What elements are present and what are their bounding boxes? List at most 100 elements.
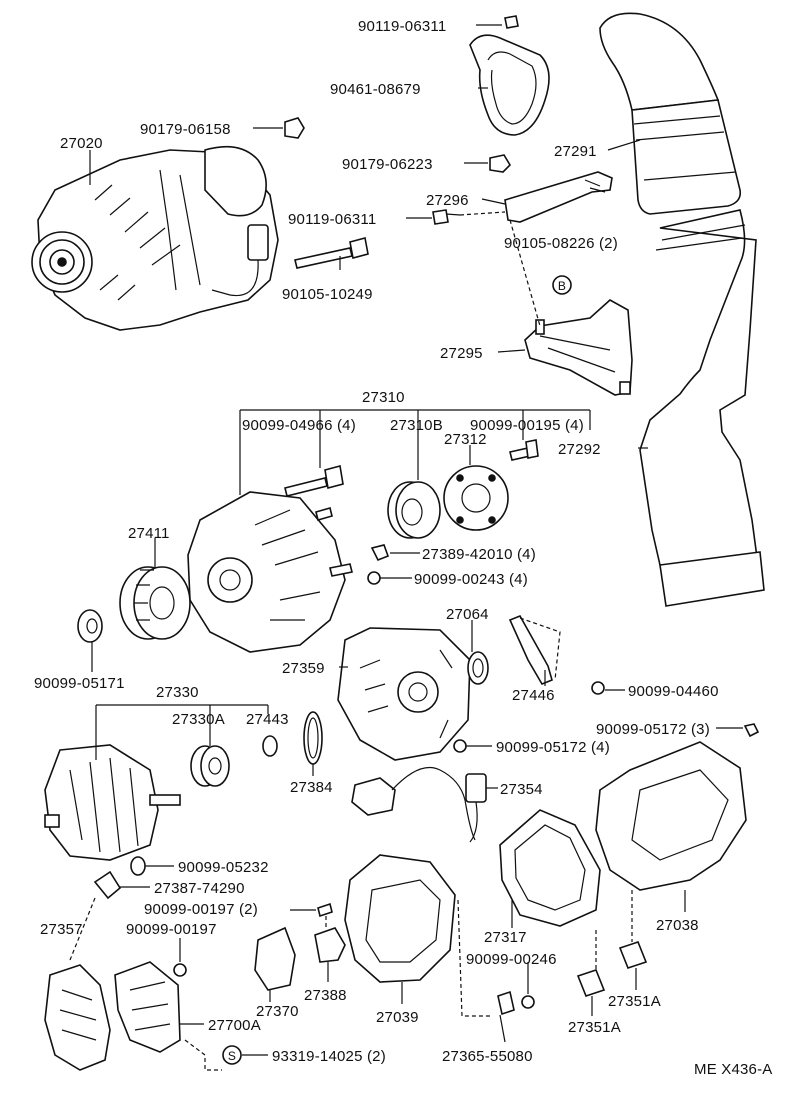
label-90099-00197: 90099-00197	[126, 921, 217, 938]
label-27357: 27357	[40, 921, 83, 938]
label-27312: 27312	[444, 431, 487, 448]
label-27388: 27388	[304, 987, 347, 1004]
label-27351A-right: 27351A	[608, 993, 661, 1010]
cover-27039-drawing	[344, 854, 456, 983]
clamp-90461-08679-drawing	[469, 34, 550, 136]
label-90099-00195: 90099-00195 (4)	[470, 417, 584, 434]
label-27291: 27291	[554, 143, 597, 160]
cover-27038-drawing	[595, 741, 747, 891]
label-27020: 27020	[60, 135, 103, 152]
alternator-assembly-drawing	[31, 145, 279, 331]
screw-90099-00197-2-drawing	[317, 902, 333, 918]
nut-90179-06158-drawing	[284, 117, 305, 139]
marker-s-drawing: S	[222, 1045, 242, 1065]
bolt-90119-06311-mid-drawing	[432, 209, 461, 225]
label-90179-06158: 90179-06158	[140, 121, 231, 138]
leader-lines	[69, 24, 743, 1071]
bolt-90099-04966-drawing	[284, 465, 344, 497]
rear-frame-27359-drawing	[337, 627, 471, 761]
label-90461-08679: 90461-08679	[330, 81, 421, 98]
label-27330A: 27330A	[172, 711, 225, 728]
label-27446: 27446	[512, 687, 555, 704]
screw-90099-04460-drawing	[591, 681, 605, 695]
label-27310B: 27310B	[390, 417, 443, 434]
marker-s-label: S	[228, 1049, 236, 1063]
label-27310: 27310	[362, 389, 405, 406]
label-27295: 27295	[440, 345, 483, 362]
hose-27291-drawing	[599, 12, 742, 215]
label-90179-06223: 90179-06223	[342, 156, 433, 173]
label-90099-00197-2: 90099-00197 (2)	[144, 901, 258, 918]
label-27411: 27411	[128, 525, 170, 542]
label-27700A: 27700A	[208, 1017, 261, 1034]
label-90099-04966: 90099-04966 (4)	[242, 417, 356, 434]
pulley-27411-drawing	[119, 566, 191, 640]
label-27389-42010: 27389-42010 (4)	[422, 546, 536, 563]
terminal-27317-drawing	[499, 809, 601, 927]
drive-end-frame-27310-drawing	[187, 491, 353, 653]
pin-27351A-right-drawing	[618, 941, 648, 969]
label-90119-06311-top: 90119-06311	[358, 18, 446, 35]
screw-90099-00246-drawing	[521, 995, 535, 1009]
label-90099-00246: 90099-00246	[466, 951, 557, 968]
bracket-27295-drawing	[524, 299, 633, 396]
nut-90099-05172-4-drawing	[453, 739, 467, 753]
bolt-90119-06311-top-drawing	[504, 15, 519, 29]
label-27359: 27359	[282, 660, 325, 677]
bushing-90099-05232-drawing	[130, 856, 146, 876]
label-90099-05171: 90099-05171	[34, 675, 125, 692]
plate-27312-drawing	[443, 465, 509, 531]
figure-code: ME X436-A	[694, 1061, 773, 1078]
label-27330: 27330	[156, 684, 199, 701]
rotor-27330-drawing	[44, 744, 181, 861]
connector-27354-drawing	[351, 766, 487, 843]
holder-27388-drawing	[314, 927, 346, 963]
bracket-27446-drawing	[508, 614, 553, 685]
part-labels: 90119-06311 90461-08679 27020 90179-0615…	[34, 18, 773, 1078]
screw-90099-00195-drawing	[509, 439, 539, 461]
part-27387-74290-drawing	[93, 870, 122, 900]
label-27370: 27370	[256, 1003, 299, 1020]
pin-27351A-left-drawing	[576, 969, 606, 997]
hose-27292-drawing	[639, 209, 765, 607]
label-93319-14025: 93319-14025 (2)	[272, 1048, 386, 1065]
nut-90099-05171-drawing	[77, 609, 103, 643]
label-90099-00243: 90099-00243 (4)	[414, 571, 528, 588]
bracket-27296-drawing	[504, 171, 613, 223]
bearing-27330A-drawing	[190, 745, 230, 787]
regulator-27700A-drawing	[114, 961, 181, 1053]
label-90099-05172-3: 90099-05172 (3)	[596, 721, 710, 738]
marker-b-label: B	[558, 279, 566, 293]
bolt-90105-10249-drawing	[294, 237, 369, 269]
label-27351A-left: 27351A	[568, 1019, 621, 1036]
holder-27370-drawing	[254, 926, 296, 991]
screw-90099-00197-drawing	[173, 963, 187, 977]
label-27354: 27354	[500, 781, 543, 798]
label-90099-05232: 90099-05232	[178, 859, 269, 876]
nut-90099-05172-3-drawing	[743, 723, 760, 738]
ring-27384-drawing	[303, 711, 323, 765]
label-27443: 27443	[246, 711, 289, 728]
label-90099-05172-4: 90099-05172 (4)	[496, 739, 610, 756]
part-90099-00243-drawing	[367, 571, 381, 585]
label-90099-04460: 90099-04460	[628, 683, 719, 700]
part-27365-55080-drawing	[497, 990, 515, 1016]
label-27384: 27384	[290, 779, 333, 796]
nut-90179-06223-drawing	[489, 154, 512, 173]
brush-holder-27357-drawing	[44, 964, 111, 1071]
marker-b-drawing: B	[552, 275, 572, 295]
ring-27443-drawing	[262, 735, 278, 757]
label-27317: 27317	[484, 929, 527, 946]
label-27296: 27296	[426, 192, 469, 209]
label-27064: 27064	[446, 606, 489, 623]
label-27292: 27292	[558, 441, 601, 458]
label-27365-55080: 27365-55080	[442, 1048, 533, 1065]
part-27389-42010-drawing	[370, 544, 390, 562]
label-27038: 27038	[656, 917, 699, 934]
bearing-27310B-drawing	[387, 481, 441, 539]
label-27039: 27039	[376, 1009, 419, 1026]
label-90105-10249: 90105-10249	[282, 286, 373, 303]
ring-27064-drawing	[467, 651, 489, 685]
label-90119-06311-mid: 90119-06311	[288, 211, 376, 228]
